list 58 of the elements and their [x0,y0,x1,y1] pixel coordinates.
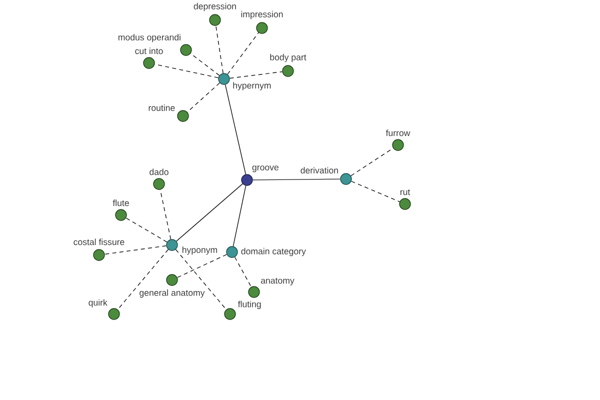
node-label: groove [252,166,278,172]
dashed-connector [104,245,167,255]
node-label: furrow [386,130,410,136]
node-label: general anatomy [140,289,205,298]
dashed-connector [186,82,220,112]
node-label: cut into [135,48,163,54]
circle-node: hypernym [218,73,271,90]
node-label: fluting [238,300,261,310]
node-label: routine [148,104,175,112]
node-label: derivation [300,166,338,174]
dashed-connector [190,53,220,76]
node-label: quirk [88,299,108,308]
node-label: body part [270,54,306,62]
circle-node: groove [241,166,278,186]
dashed-connector [229,71,283,79]
circle-node: cut into [135,48,163,69]
circle-node: impression [241,10,283,34]
dashed-connector [160,189,172,240]
circle-node: anatomy [248,278,294,298]
dashed-connector [350,148,394,176]
circle-node: hyponym [166,239,218,255]
circle-node: fluting [224,300,261,320]
dashed-connector [175,249,227,310]
circle-node: dado [150,168,168,190]
node-label: depression [194,2,236,12]
circle-node: routine [148,104,189,122]
circle-node: domain category [226,246,306,258]
node-label: rut [400,189,410,196]
dashed-connector [126,218,168,242]
dashed-connector [176,254,228,278]
node-label: modus operandi [118,34,180,42]
circle-node: quirk [88,299,120,320]
node-label: impression [241,10,283,20]
connector-line [252,178,341,180]
circle-node: furrow [386,130,410,151]
circle-node: rut [399,189,411,210]
circle-node: general anatomy [140,274,205,298]
node-label: costal fissure [74,238,124,246]
dashed-connector [227,32,259,75]
circle-node: flute [112,200,129,221]
node-label: hypernym [233,82,271,90]
dashed-connector [216,25,224,74]
connector-line [232,185,246,247]
node-label: anatomy [260,278,294,286]
connector-line [224,84,246,175]
node-label: domain category [241,248,306,256]
dashed-connector [234,256,252,288]
circle-node: costal fissure [74,238,124,261]
connector-line [176,183,243,242]
dashed-connector [154,64,219,78]
node-label: hyponym [182,246,218,255]
circle-node: body part [270,54,306,77]
dashed-connector [351,180,400,202]
node-label: dado [150,168,168,176]
dashed-connector [117,249,169,310]
circle-node: derivation [300,166,352,185]
node-label: flute [112,200,129,206]
circle-node: depression [194,2,236,26]
